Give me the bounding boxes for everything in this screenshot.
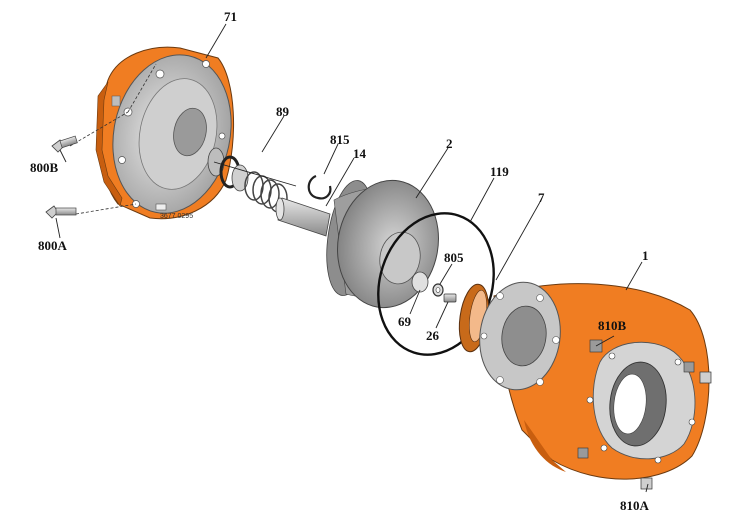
label-1: 1	[642, 248, 649, 263]
label-810a: 810A	[620, 498, 650, 513]
part-71-cover	[95, 46, 235, 220]
label-71: 71	[224, 9, 237, 24]
label-69: 69	[398, 314, 412, 329]
label-7: 7	[538, 190, 545, 205]
label-805: 805	[444, 250, 464, 265]
part-1-pump-casing	[479, 281, 710, 480]
label-800a: 800A	[38, 238, 68, 253]
label-119: 119	[490, 164, 509, 179]
part-14-shaft-sleeve	[275, 197, 331, 237]
part-810b-nut	[699, 371, 712, 384]
bolt-800a	[45, 205, 77, 219]
label-2: 2	[446, 136, 453, 151]
label-26: 26	[426, 328, 440, 343]
part-26-impeller-screw	[443, 293, 457, 303]
label-800b: 800B	[30, 160, 59, 175]
part-805-washer	[432, 283, 444, 297]
leader-lines	[55, 23, 649, 493]
guide-line-800a	[75, 203, 137, 215]
label-14: 14	[353, 146, 367, 161]
guide-line-800b	[69, 111, 129, 147]
part-810a-nut	[640, 477, 653, 490]
guide-line-89	[213, 161, 297, 187]
part-815-circlip	[307, 174, 332, 200]
label-815: 815	[330, 132, 350, 147]
drawing-code: 3677 0295	[160, 213, 193, 220]
guide-line-top	[127, 63, 157, 113]
label-810b: 810B	[598, 318, 627, 333]
label-89: 89	[276, 104, 290, 119]
part-119-o-ring	[377, 212, 495, 356]
part-2-impeller	[326, 179, 439, 309]
bolt-800b	[51, 135, 78, 153]
